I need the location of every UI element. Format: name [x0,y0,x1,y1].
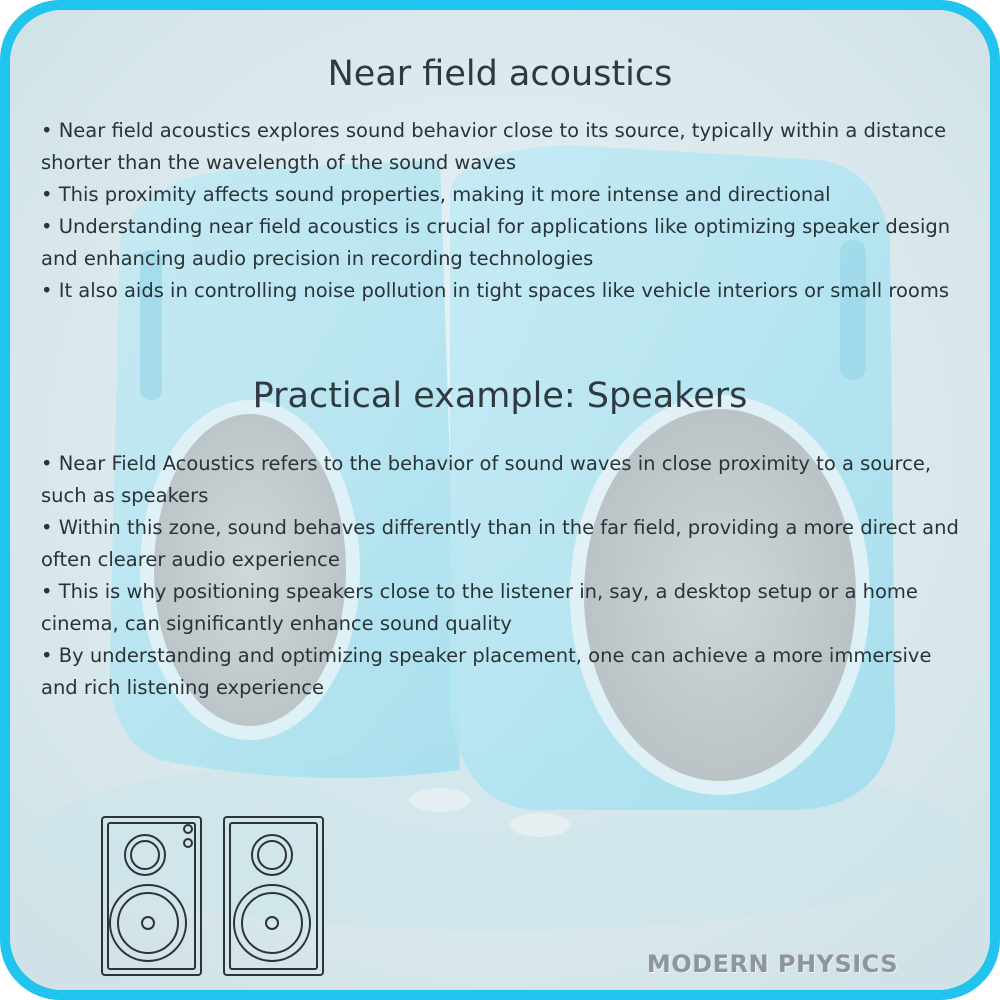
speakers-background-image [10,10,990,990]
content-card: Near field acoustics • Near field acoust… [10,10,990,990]
light-overlay [10,10,990,990]
list-item: • Within this zone, sound behaves differ… [41,516,959,571]
list-item: • Understanding near field acoustics is … [41,215,951,270]
list-item: • This proximity affects sound propertie… [41,183,831,206]
speaker-pair-icon [101,816,324,976]
page-title: Near field acoustics [327,54,673,94]
list-item: • By understanding and optimizing speake… [41,644,932,699]
brand-watermark: MODERN PHYSICS [646,950,898,978]
list-item: • Near field acoustics explores sound be… [41,119,947,174]
intro-bullet-list: • Near field acoustics explores sound be… [41,115,961,307]
list-item: • It also aids in controlling noise poll… [41,279,950,302]
section-heading: Practical example: Speakers [252,376,748,416]
list-item: • Near Field Acoustics refers to the beh… [41,452,932,507]
list-item: • This is why positioning speakers close… [41,580,918,635]
example-bullet-list: • Near Field Acoustics refers to the beh… [41,448,961,704]
